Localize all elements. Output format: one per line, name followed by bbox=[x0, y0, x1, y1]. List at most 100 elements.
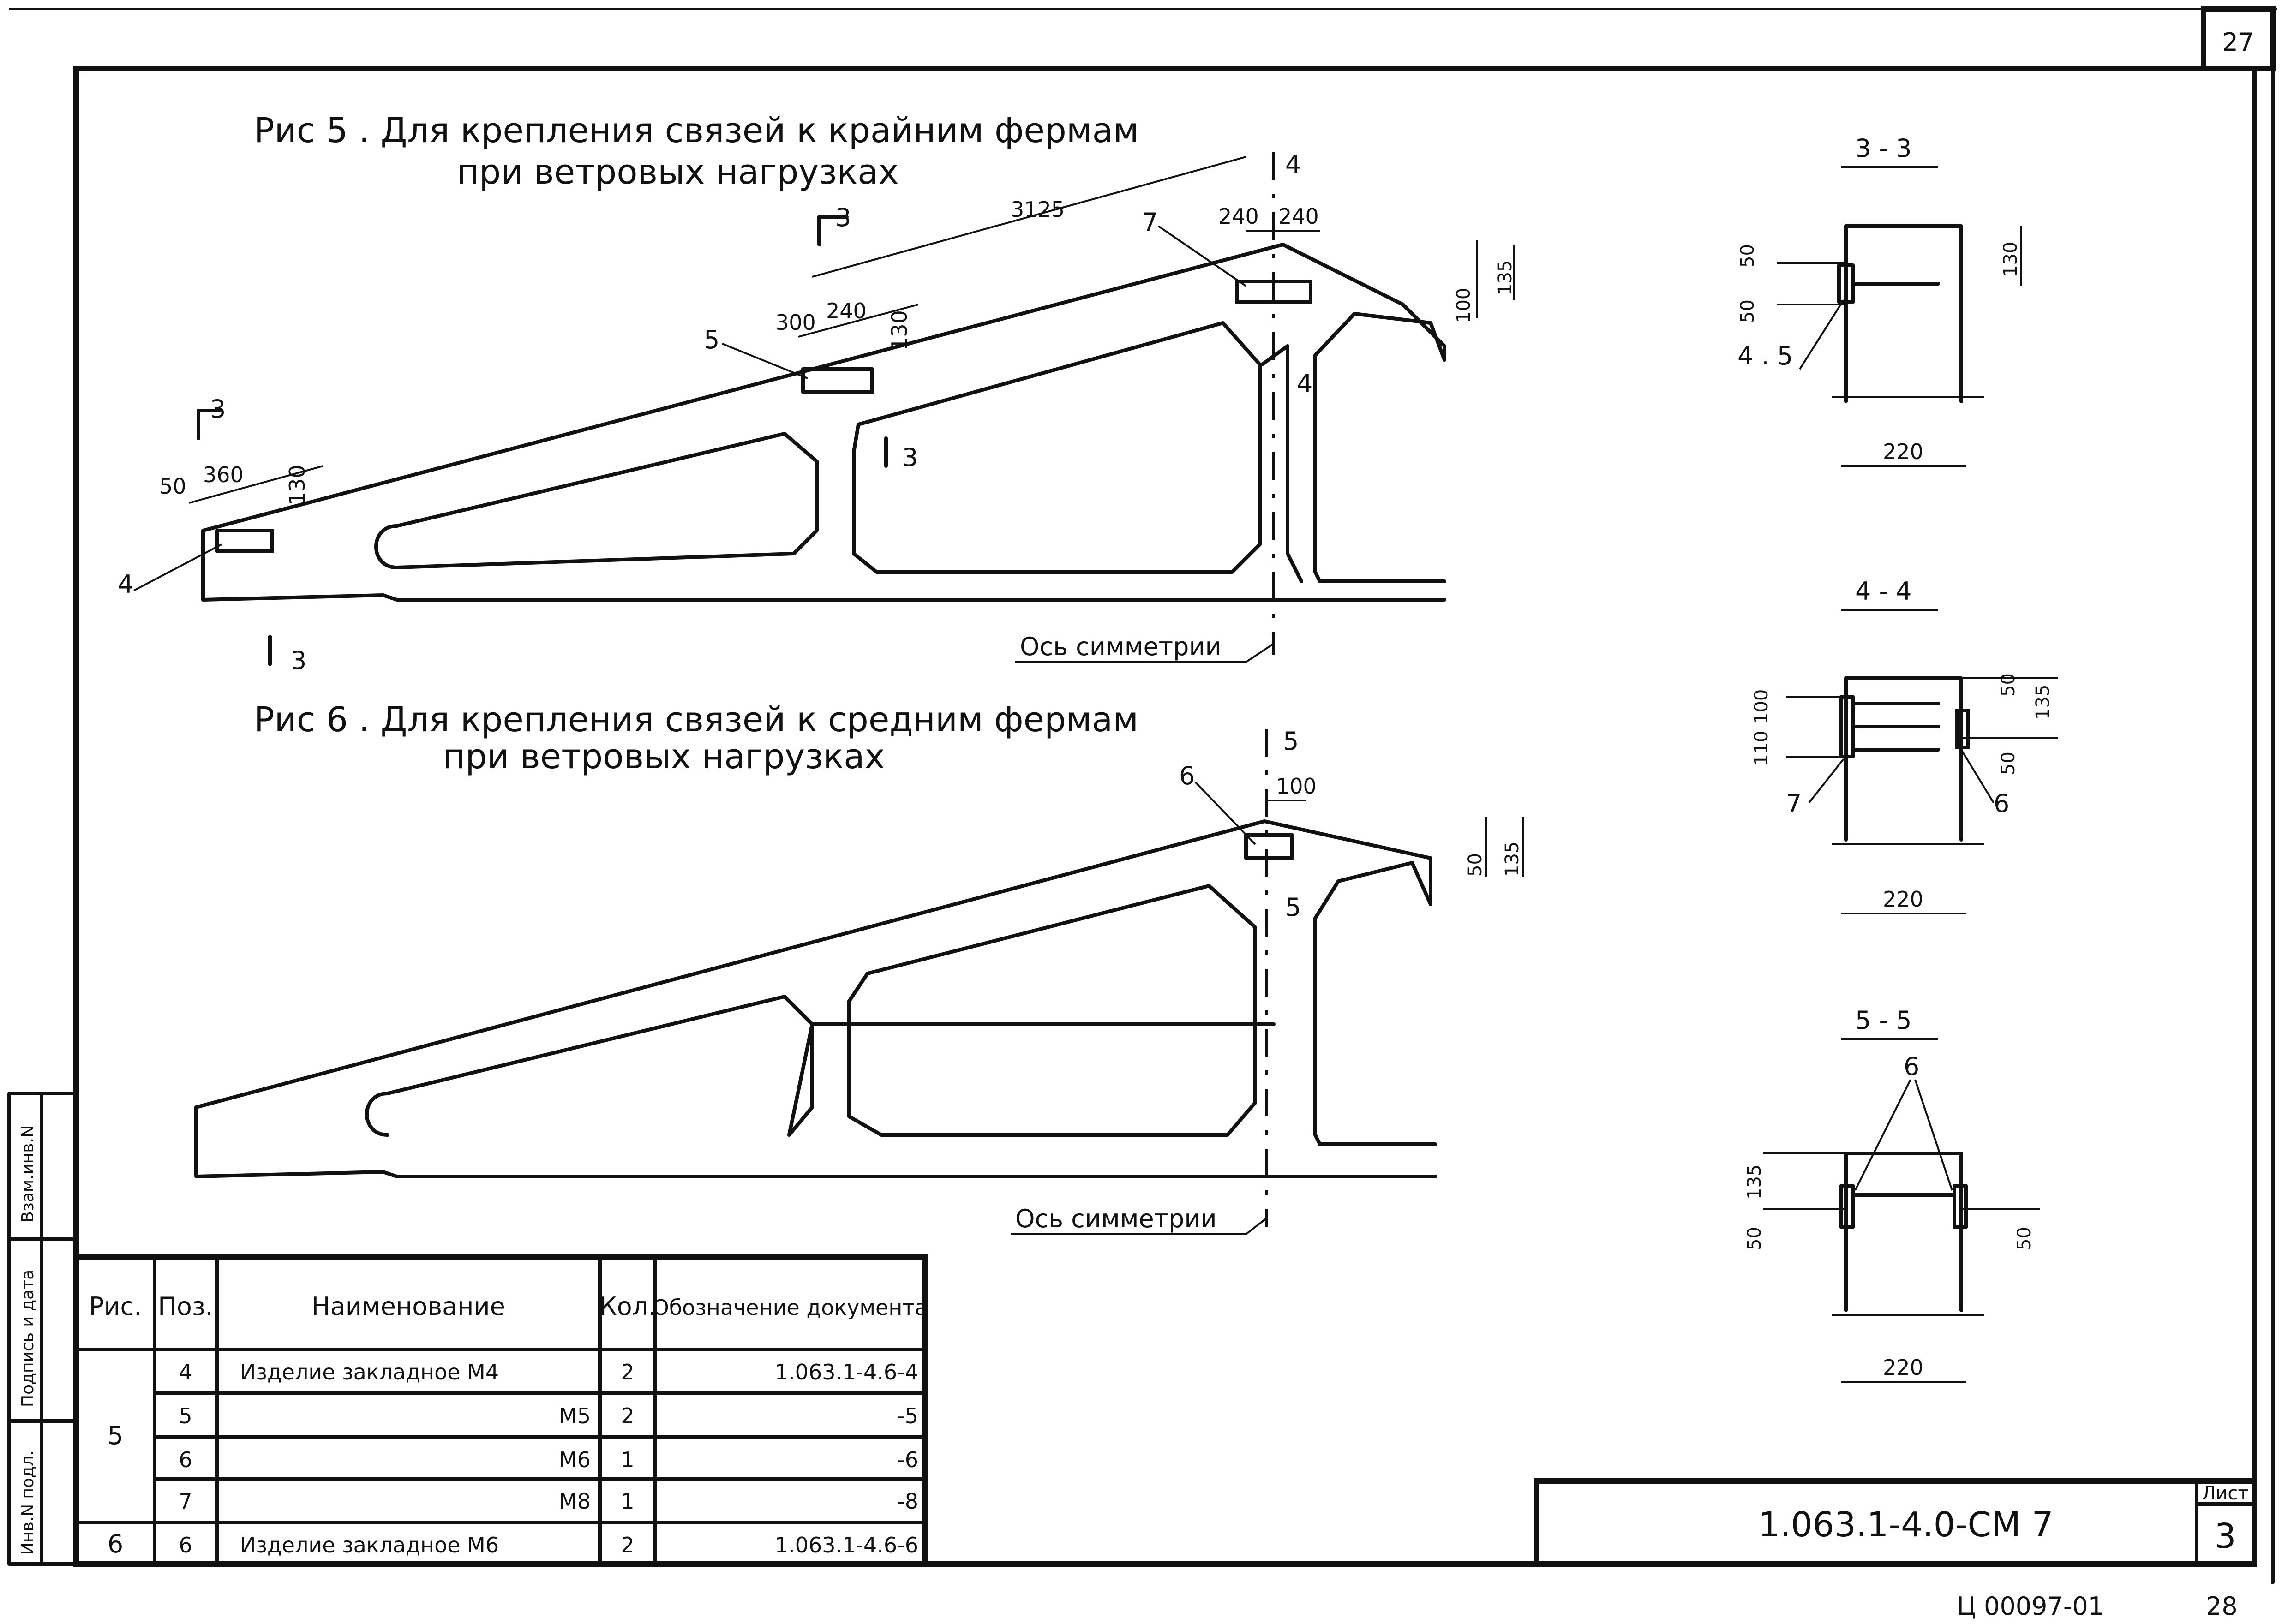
figure5-dim-240c: 240 bbox=[826, 299, 867, 323]
table-row-doc: 1.063.1-4.6-4 bbox=[775, 1360, 918, 1385]
figure6-dim-135: 135 bbox=[1502, 842, 1523, 877]
table-row-name: М5 bbox=[559, 1403, 591, 1428]
figure5-title-line1: Рис 5 . Для крепления связей к крайним ф… bbox=[254, 111, 1139, 150]
section44-title: 4 - 4 bbox=[1855, 577, 1912, 606]
embed-item-m5 bbox=[801, 367, 874, 394]
table-header-name: Наименование bbox=[311, 1292, 505, 1321]
section44-dim-110: 110 bbox=[1751, 731, 1772, 766]
figure-6: Рис 6 . Для крепления связей к средним ф… bbox=[194, 700, 1524, 1235]
figure6-axis-label: Ось симметрии bbox=[1015, 1204, 1217, 1233]
corner-number-box bbox=[2201, 6, 2276, 71]
figure5-dim-130b: 130 bbox=[285, 465, 310, 505]
spec-table: Рис. Поз. Наименование Кол. Обозначение … bbox=[73, 1254, 928, 1567]
table-row-pos: 7 bbox=[179, 1489, 192, 1514]
section55-width: 220 bbox=[1883, 1355, 1923, 1380]
figure5-dim-130a: 130 bbox=[887, 310, 912, 351]
figure5-section-4-top: 4 bbox=[1285, 150, 1301, 179]
title-block-designation: 1.063.1-4.0-СМ 7 bbox=[1758, 1505, 2054, 1545]
section33-width: 220 bbox=[1883, 439, 1923, 464]
table-row-name: Изделие закладное М4 bbox=[240, 1360, 499, 1385]
table-row-name: Изделие закладное М6 bbox=[240, 1533, 499, 1558]
section44-dim-50a: 50 bbox=[1998, 673, 2019, 697]
footer-page: 28 bbox=[2206, 1592, 2238, 1621]
table-row-qty: 1 bbox=[621, 1489, 634, 1514]
dim-line-3125 bbox=[812, 156, 1246, 278]
table-row-qty: 2 bbox=[621, 1403, 634, 1428]
figure5-pos-7: 7 bbox=[1142, 208, 1158, 237]
embed-item-m8 bbox=[1235, 280, 1312, 304]
side-stamp-sign: Подпись и дата bbox=[18, 1270, 37, 1407]
table-row-name: М6 bbox=[559, 1447, 591, 1472]
section44-plate-right bbox=[1955, 709, 1970, 749]
table-row-pos: 6 bbox=[179, 1447, 192, 1472]
figure6-dim-50: 50 bbox=[1465, 853, 1486, 877]
section33-dim-50a: 50 bbox=[1737, 244, 1758, 268]
figure5-section-3-d: 3 bbox=[291, 646, 306, 675]
section33-dim-130: 130 bbox=[2000, 242, 2021, 277]
section-3-3: 3 - 3 220 50 50 130 4 . 5 bbox=[1737, 134, 2022, 467]
table-row-qty: 1 bbox=[621, 1447, 634, 1472]
figure-5: Рис 5 . Для крепления связей к крайним ф… bbox=[118, 111, 1516, 675]
table-row-pos: 4 bbox=[179, 1360, 192, 1385]
truss-opening-mid bbox=[852, 321, 1262, 574]
table-row-fig-5: 5 bbox=[108, 1421, 123, 1450]
section-5-5: 5 - 5 6 220 135 50 50 bbox=[1744, 1006, 2040, 1383]
truss-outline bbox=[201, 243, 1446, 602]
section33-title: 3 - 3 bbox=[1855, 134, 1912, 163]
side-stamp: Взам.инв.N Подпись и дата Инв.N подл. bbox=[7, 1092, 78, 1566]
section55-plate-left bbox=[1839, 1184, 1855, 1229]
section33-dim-50b: 50 bbox=[1737, 299, 1758, 323]
table-row-doc: -8 bbox=[897, 1489, 918, 1514]
section55-dim-50b: 50 bbox=[2014, 1227, 2035, 1250]
table-row-name: М8 bbox=[559, 1489, 591, 1514]
figure5-title-line2: при ветровых нагрузках bbox=[457, 152, 898, 192]
figure5-section-4-side: 4 bbox=[1297, 369, 1312, 398]
figure5-dim-3125: 3125 bbox=[1011, 197, 1065, 222]
truss6-opening-mid bbox=[847, 884, 1257, 1137]
section44-left-label: 7 bbox=[1786, 789, 1802, 818]
section55-plate-right bbox=[1953, 1184, 1968, 1229]
drawing-frame bbox=[73, 66, 2257, 1567]
table-row-qty: 2 bbox=[621, 1533, 634, 1558]
section44-right-label: 6 bbox=[1994, 789, 2009, 818]
figure6-title-line2: при ветровых нагрузках bbox=[443, 737, 885, 776]
figure5-section-3-c: 3 bbox=[902, 443, 918, 472]
truss-web bbox=[1260, 344, 1303, 583]
figure5-axis-label: Ось симметрии bbox=[1020, 632, 1222, 661]
figure5-pos-5: 5 bbox=[704, 325, 719, 354]
figure5-dim-240a: 240 bbox=[1218, 204, 1259, 229]
table-row-fig-6: 6 bbox=[108, 1529, 123, 1558]
footer-code: Ц 00097-01 bbox=[1957, 1592, 2104, 1621]
section55-dim-135: 135 bbox=[1744, 1164, 1765, 1200]
side-stamp-replace: Взам.инв.N bbox=[18, 1125, 37, 1223]
table-row-doc: 1.063.1-4.6-6 bbox=[775, 1533, 918, 1558]
table-row-doc: -5 bbox=[897, 1403, 918, 1428]
table-row-pos: 5 bbox=[179, 1403, 192, 1428]
truss6-opening-left bbox=[365, 995, 1276, 1137]
section44-dim-50b: 50 bbox=[1998, 752, 2019, 775]
table-row-qty: 2 bbox=[621, 1360, 634, 1385]
figure5-dim-240b: 240 bbox=[1278, 204, 1319, 229]
section55-label: 6 bbox=[1904, 1052, 1919, 1081]
figure6-section-5-side: 5 bbox=[1285, 893, 1301, 922]
embed-item-m6 bbox=[1244, 833, 1294, 860]
side-stamp-inv: Инв.N подл. bbox=[18, 1451, 37, 1555]
section55-title: 5 - 5 bbox=[1855, 1006, 1912, 1035]
corner-number: 27 bbox=[2222, 28, 2254, 57]
figure6-title-line1: Рис 6 . Для крепления связей к средним ф… bbox=[254, 700, 1138, 740]
section-4-4: 4 - 4 220 100 110 50 50 135 7 6 bbox=[1751, 577, 2058, 914]
table-row-doc: -6 bbox=[897, 1447, 918, 1472]
table-header-qty: Кол. bbox=[599, 1292, 656, 1321]
title-block-sheet-number: 3 bbox=[2214, 1517, 2236, 1556]
truss-opening-left bbox=[374, 432, 819, 569]
figure5-dim-300: 300 bbox=[775, 310, 816, 335]
table-row-pos: 6 bbox=[179, 1533, 192, 1558]
section44-width: 220 bbox=[1883, 887, 1923, 912]
figure6-dim-100: 100 bbox=[1276, 774, 1317, 799]
truss6-outline bbox=[194, 819, 1437, 1178]
embed-item-m4 bbox=[215, 529, 274, 553]
figure5-dim-135: 135 bbox=[1495, 260, 1516, 295]
figure5-pos-4: 4 bbox=[118, 570, 133, 599]
figure6-section-5-top: 5 bbox=[1283, 727, 1299, 756]
